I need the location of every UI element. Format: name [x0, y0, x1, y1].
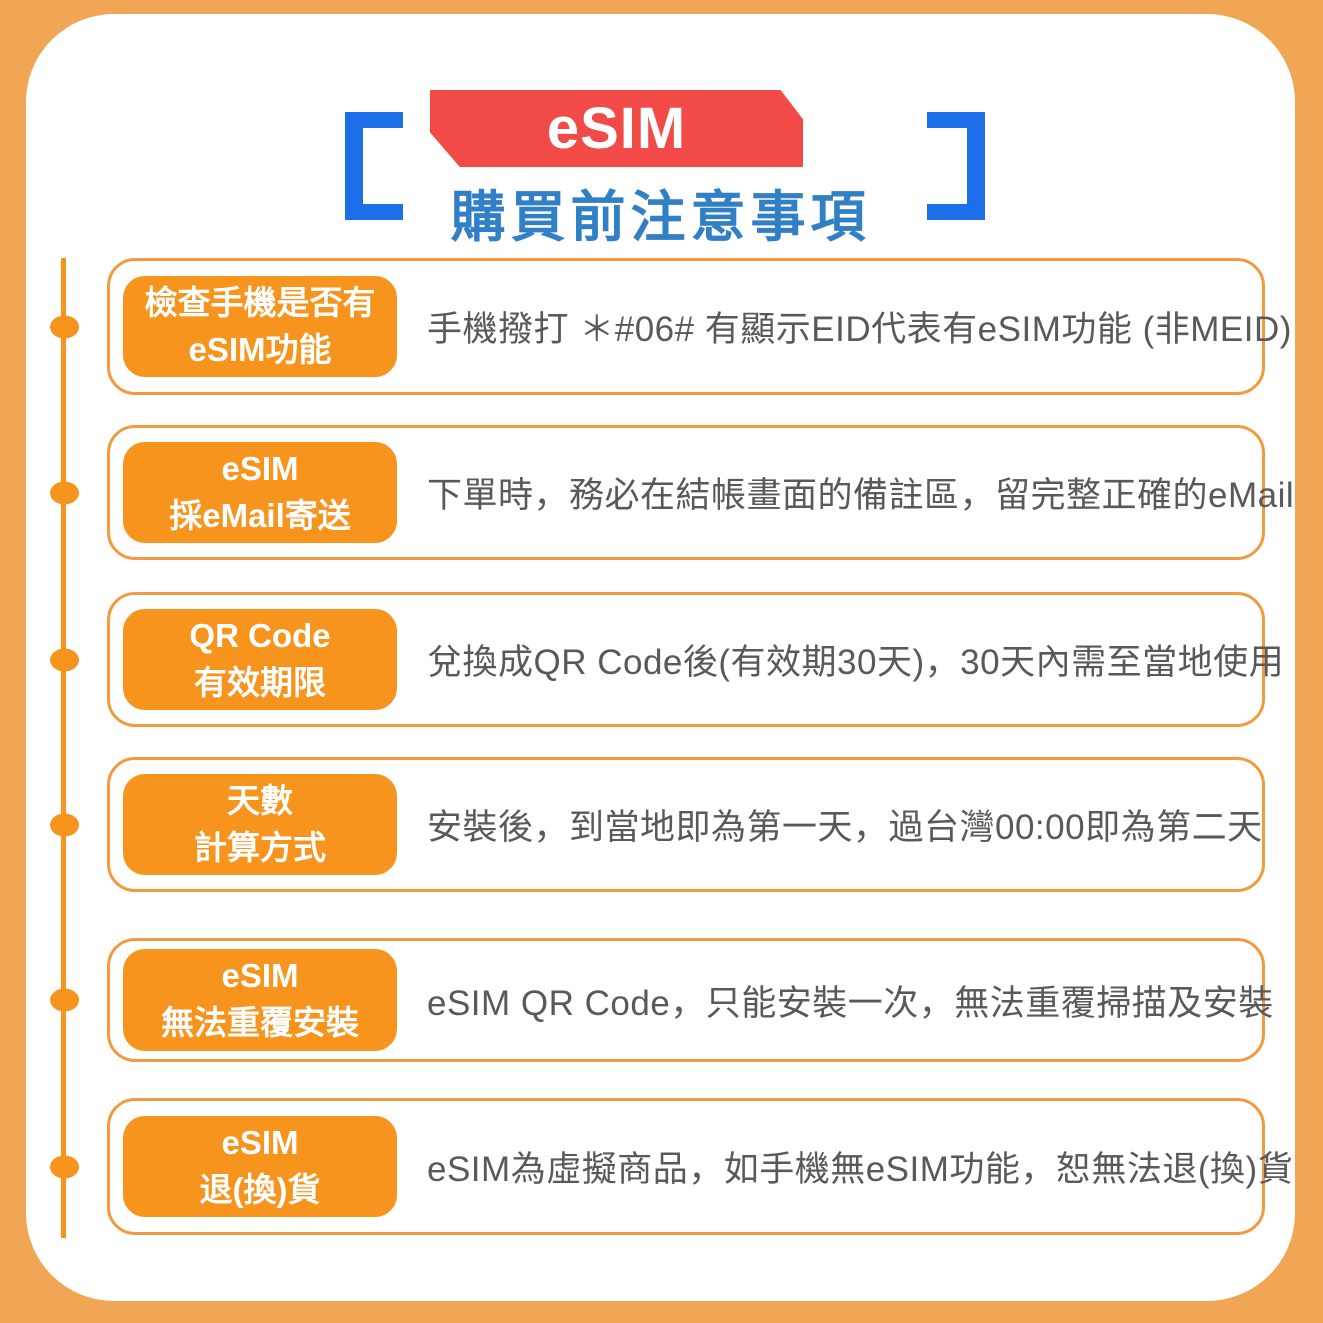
banner-label: eSIM: [546, 96, 687, 161]
note-label-line2: 無法重覆安裝: [161, 1004, 359, 1041]
note-label: QR Code 有效期限: [123, 608, 397, 711]
note-label: eSIM 退(換)貨: [123, 1115, 397, 1218]
note-card-qrcode-validity: QR Code 有效期限 兌換成QR Code後(有效期30天)，30天內需至當…: [50, 592, 1284, 727]
note-card-refund-policy: eSIM 退(換)貨 eSIM為虛擬商品，如手機無eSIM功能，恕無法退(換)貨: [50, 1098, 1293, 1235]
note-label-line1: eSIM: [221, 449, 299, 487]
timeline-dot: [50, 481, 79, 504]
notes-list: 檢查手機是否有 eSIM功能 手機撥打 ＊#06# 有顯示EID代表有eSIM功…: [50, 258, 1294, 1235]
left-bracket-icon: [345, 112, 403, 220]
timeline-dot: [50, 648, 79, 671]
note-label-line1: 檢查手機是否有: [144, 283, 376, 321]
note-label: 檢查手機是否有 eSIM功能: [123, 275, 397, 378]
timeline-dot: [50, 315, 79, 338]
header: eSIM 購買前注意事項: [26, 14, 1295, 258]
note-description: 兌換成QR Code後(有效期30天)，30天內需至當地使用: [427, 643, 1285, 682]
note-description: eSIM為虛擬商品，如手機無eSIM功能，恕無法退(換)貨: [427, 1150, 1294, 1189]
page-title: 購買前注意事項: [450, 186, 871, 248]
note-description: eSIM QR Code，只能安裝一次，無法重覆掃描及安裝: [427, 983, 1274, 1023]
note-card-day-counting: 天數 計算方式 安裝後，到當地即為第一天，過台灣00:00即為第二天: [50, 757, 1265, 892]
note-description: 安裝後，到當地即為第一天，過台灣00:00即為第二天: [427, 808, 1263, 847]
timeline-dot: [50, 813, 79, 836]
note-label: 天數 計算方式: [123, 773, 397, 876]
note-label-line2: 計算方式: [194, 828, 326, 866]
note-card-email-delivery: eSIM 採eMail寄送 下單時，務必在結帳畫面的備註區，留完整正確的eMai…: [50, 425, 1294, 560]
note-label-line1: QR Code: [189, 616, 331, 654]
note-label-line2: 採eMail寄送: [169, 496, 351, 534]
note-label-line2: 退(換)貨: [199, 1170, 321, 1208]
note-label: eSIM 採eMail寄送: [123, 441, 397, 544]
timeline-dot: [50, 988, 79, 1012]
note-description: 下單時，務必在結帳畫面的備註區，留完整正確的eMail: [427, 476, 1295, 515]
note-label-line2: eSIM功能: [188, 330, 332, 368]
header-banner: eSIM: [430, 90, 803, 167]
right-bracket-icon: [927, 112, 985, 220]
note-card-no-reinstall: eSIM 無法重覆安裝 eSIM QR Code，只能安裝一次，無法重覆掃描及安…: [50, 938, 1273, 1062]
note-label-line1: eSIM: [221, 957, 299, 995]
timeline-dot: [50, 1155, 79, 1178]
note-label-line1: eSIM: [221, 1123, 299, 1161]
note-label-line1: 天數: [227, 781, 293, 819]
timeline-line: [61, 258, 66, 1238]
note-label-line2: 有效期限: [194, 663, 326, 701]
note-label: eSIM 無法重覆安裝: [123, 949, 397, 1051]
note-description: 手機撥打 ＊#06# 有顯示EID代表有eSIM功能 (非MEID): [427, 310, 1292, 349]
note-card-check-esim-support: 檢查手機是否有 eSIM功能 手機撥打 ＊#06# 有顯示EID代表有eSIM功…: [50, 258, 1291, 395]
content-frame: eSIM 購買前注意事項 檢查手機是否有 eSIM功能 手機撥打 ＊#06# 有…: [26, 14, 1295, 1301]
